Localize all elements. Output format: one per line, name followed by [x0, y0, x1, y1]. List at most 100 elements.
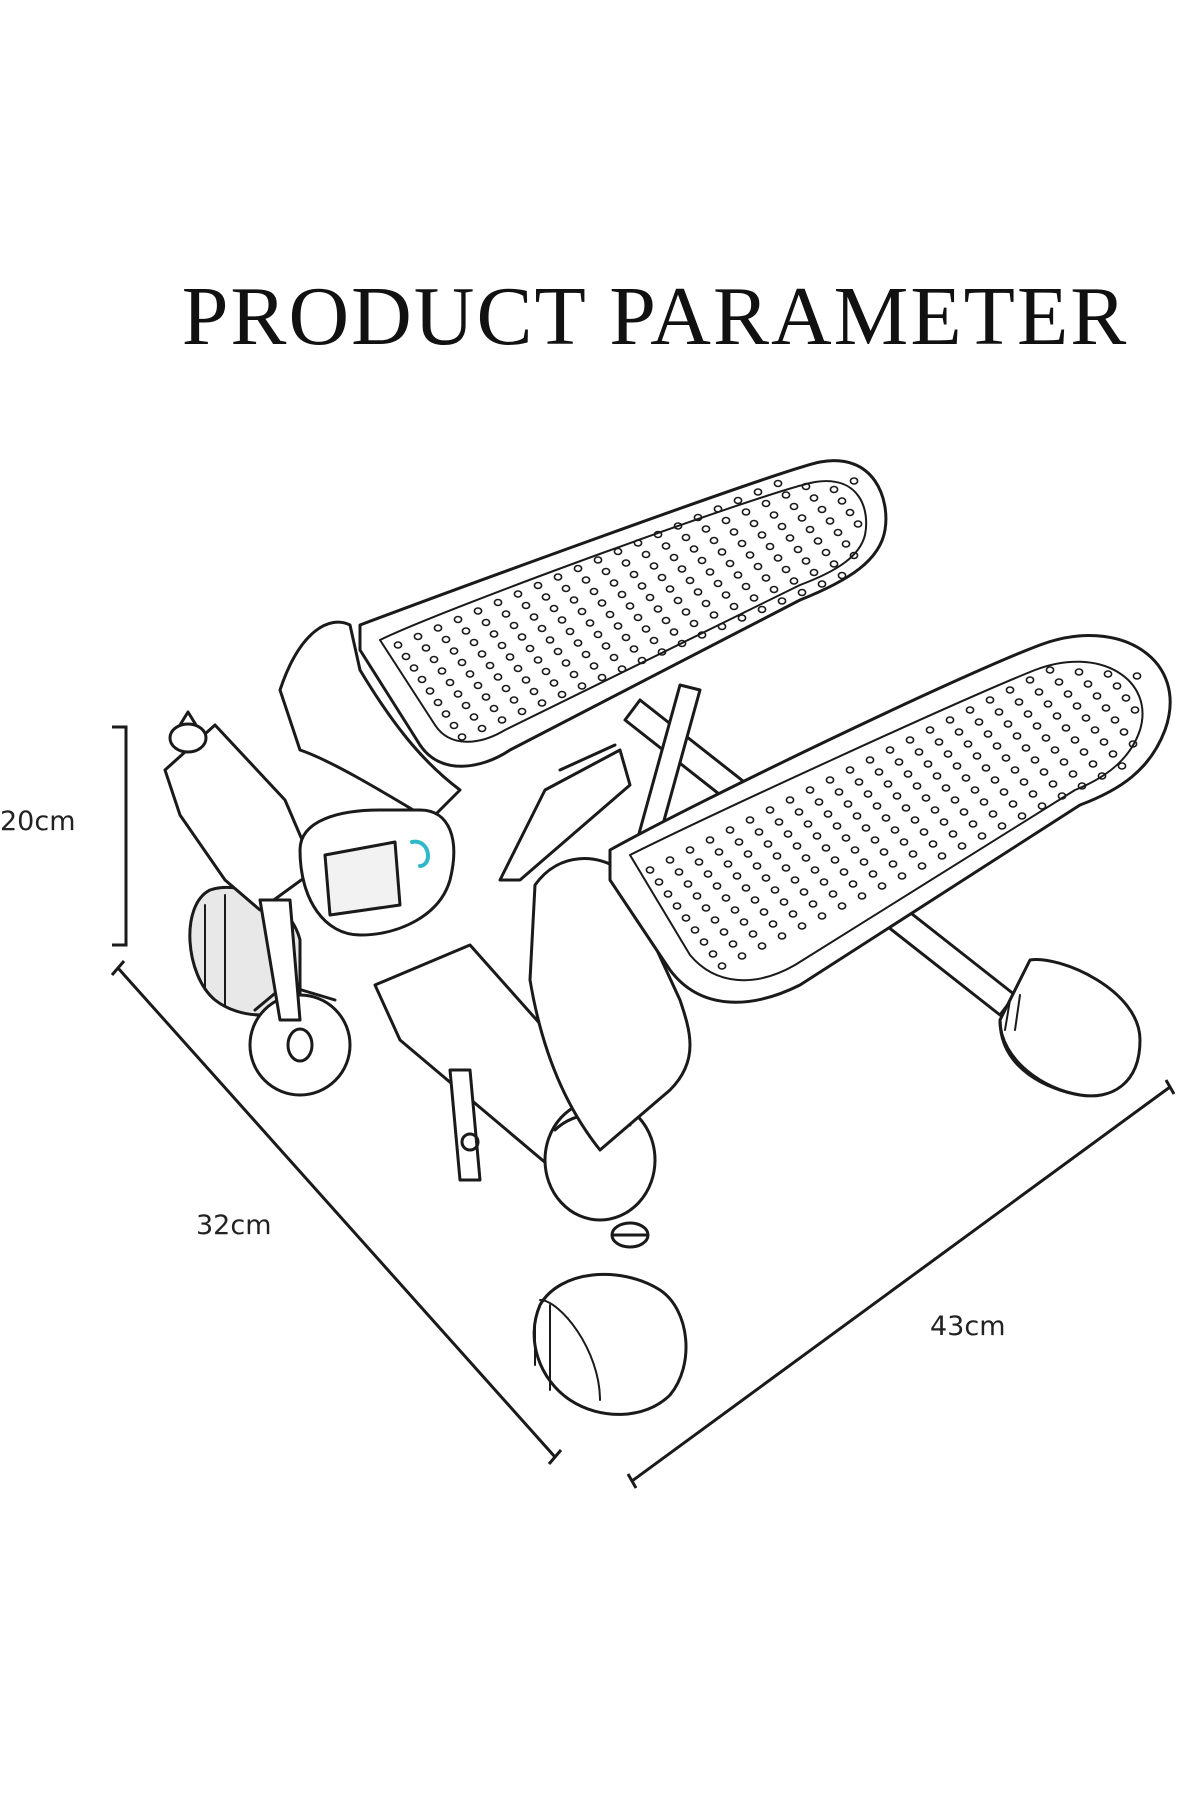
tread-dot [1059, 758, 1069, 766]
tread-dot [549, 679, 559, 687]
tread-dot [899, 838, 909, 846]
tread-dot [734, 838, 744, 846]
tread-dot [794, 808, 804, 816]
tread-dot [857, 892, 867, 900]
tread-dot [689, 619, 699, 628]
tread-dot [533, 581, 543, 590]
tread-dot [593, 556, 603, 564]
tread-dot [669, 553, 679, 562]
tread-dot [763, 840, 773, 848]
tread-dot [621, 559, 631, 567]
tread-dot [708, 950, 718, 958]
tread-dot [863, 790, 873, 798]
tread-dot [561, 659, 571, 667]
tread-dot [721, 516, 731, 525]
tread-dot [879, 848, 889, 856]
tread-dot [773, 479, 783, 488]
front-piston [373, 943, 657, 1222]
tread-dot [809, 568, 819, 577]
tread-dot [701, 525, 711, 533]
tread-dot [673, 522, 683, 530]
tread-dot [677, 639, 687, 648]
tread-dot [745, 816, 755, 824]
left-pedal-arm [278, 620, 462, 822]
tread-dot [1101, 704, 1111, 712]
tread-dot [517, 707, 527, 716]
tread-dot [705, 836, 715, 844]
tread-dot [1057, 792, 1067, 800]
tread-dot [783, 830, 793, 838]
tread-dot [589, 662, 599, 670]
tread-dot [741, 582, 751, 591]
tread-dot [997, 822, 1007, 830]
tread-dot [509, 621, 519, 630]
tread-dot [1121, 694, 1131, 702]
page-title: PRODUCT PARAMETER [181, 270, 1129, 363]
tread-dot [868, 870, 878, 878]
tread-dot [1072, 702, 1082, 710]
tread-dot [672, 902, 682, 910]
tread-dot [473, 681, 483, 690]
tread-dot [934, 738, 944, 746]
tread-dot [1108, 750, 1118, 758]
tread-dot [449, 721, 459, 730]
tread-dot [823, 810, 833, 818]
tread-dot [674, 868, 684, 876]
tread-dot [613, 622, 623, 630]
tread-dot [497, 641, 507, 650]
tread-dot [541, 667, 551, 676]
tread-dot [979, 798, 989, 806]
tread-dot [821, 844, 831, 852]
tread-dot [521, 676, 531, 684]
tread-dot [850, 846, 860, 854]
tread-dot [453, 690, 463, 698]
tread-dot [770, 886, 780, 894]
tread-dot [1061, 724, 1071, 732]
tread-dot [870, 836, 880, 844]
depth-label: 32cm [196, 1210, 272, 1241]
tread-dot [821, 548, 831, 557]
tread-dot [393, 641, 403, 649]
tread-dot [1048, 780, 1058, 788]
tread-dot [1097, 772, 1107, 780]
tread-dot [872, 802, 882, 810]
tread-dot [765, 806, 775, 814]
tread-dot [752, 862, 762, 870]
tread-dot [649, 636, 659, 645]
tread-dot [839, 868, 849, 876]
tread-dot [629, 645, 639, 653]
right-pedal-arm [528, 857, 692, 1152]
tread-dot [939, 818, 949, 826]
tread-dot [885, 746, 895, 754]
tread-dot [730, 906, 740, 914]
tread-dot [573, 564, 583, 573]
tread-dot [417, 675, 427, 684]
tread-dot [919, 828, 929, 836]
tread-dot [729, 528, 739, 536]
tread-dot [781, 864, 791, 872]
tread-dot [812, 832, 822, 840]
tread-dot [828, 890, 838, 898]
tread-dot [829, 560, 839, 568]
tread-dot [585, 619, 595, 627]
tread-dot [932, 772, 942, 780]
stepper-machine [163, 459, 1172, 1416]
tread-dot [1032, 722, 1042, 730]
tread-dot [888, 860, 898, 868]
tread-dot [1045, 666, 1055, 674]
tread-dot [641, 625, 651, 633]
tread-dot [553, 647, 563, 656]
tread-dot [865, 756, 875, 764]
tread-dot [809, 494, 819, 502]
tread-dot [937, 852, 947, 860]
tread-dot [849, 477, 859, 485]
tread-dot [903, 770, 913, 778]
tread-dot [1119, 728, 1129, 736]
tread-dot [697, 556, 707, 565]
front-bolt [610, 1221, 650, 1249]
tread-dot [797, 588, 807, 597]
tread-dot [1074, 668, 1084, 676]
tread-dot [801, 854, 811, 862]
tread-dot [799, 888, 809, 896]
tread-dot [677, 565, 687, 573]
